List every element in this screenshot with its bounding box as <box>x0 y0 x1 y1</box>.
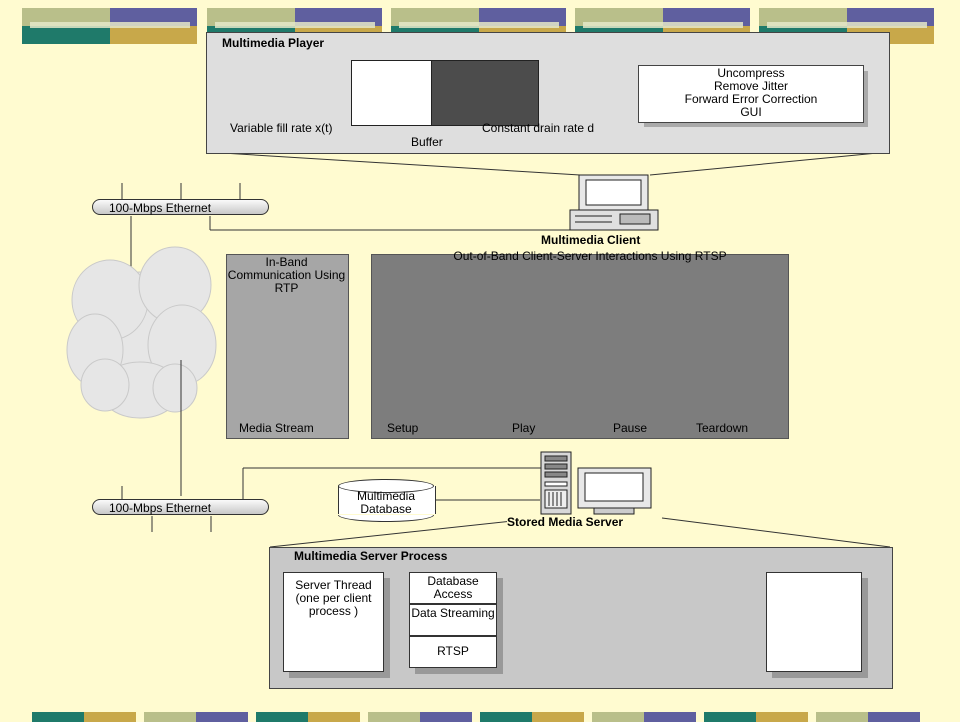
stack-data-streaming: Data Streaming <box>409 604 497 636</box>
drain-rate-label: Constant drain rate d <box>482 121 595 135</box>
footer-tile <box>816 712 868 722</box>
player-connector-right <box>649 151 889 176</box>
server-monitor-icon <box>577 467 652 515</box>
bottom-ethernet-pipe: 100-Mbps Ethernet <box>92 499 269 515</box>
function-remove-jitter: Remove Jitter <box>713 79 789 93</box>
footer-tile <box>368 712 420 722</box>
server-connector-left <box>269 517 541 548</box>
footer-tile <box>592 712 644 722</box>
function-fec: Forward Error Correction <box>684 92 818 106</box>
footer-tile <box>704 712 756 722</box>
server-label: Stored Media Server <box>507 515 624 529</box>
database-cylinder-top <box>338 479 434 493</box>
footer-tile <box>84 712 136 722</box>
footer-tile <box>868 712 920 722</box>
teardown-label: Teardown <box>696 421 749 435</box>
blank-thread-box <box>766 572 862 672</box>
play-label: Play <box>512 421 536 435</box>
footer-tile <box>32 712 84 722</box>
rtp-title: In-Band Communication Using RTP <box>227 255 346 295</box>
client-label: Multimedia Client <box>541 233 641 247</box>
stack-database-access: Database Access <box>409 572 497 604</box>
buffer-empty-portion <box>431 60 539 126</box>
top-ethernet-pipe: 100-Mbps Ethernet <box>92 199 269 215</box>
rtp-box <box>226 254 349 439</box>
fill-rate-label: Variable fill rate x(t) <box>230 121 333 135</box>
server-process-title: Multimedia Server Process <box>294 549 448 563</box>
footer-tile <box>196 712 248 722</box>
internet-cloud-icon <box>66 246 217 419</box>
footer-tile <box>532 712 584 722</box>
pause-label: Pause <box>613 421 648 435</box>
player-connector-left <box>205 151 581 176</box>
rtsp-box <box>371 254 789 439</box>
server-thread-box: Server Thread (one per client process ) <box>283 572 384 672</box>
bottom-ethernet-label: 100-Mbps Ethernet <box>109 501 212 515</box>
buffer-label: Buffer <box>411 135 443 149</box>
top-ethernet-label: 100-Mbps Ethernet <box>109 201 212 215</box>
setup-label: Setup <box>387 421 419 435</box>
footer-tile <box>256 712 308 722</box>
footer-tile <box>308 712 360 722</box>
server-connector-right <box>661 517 891 548</box>
footer-tile <box>144 712 196 722</box>
footer-tile <box>420 712 472 722</box>
server-tower-icon <box>540 451 572 515</box>
player-title: Multimedia Player <box>222 36 325 50</box>
media-stream-label: Media Stream <box>239 421 314 435</box>
server-thread-label: Server Thread (one per client process ) <box>295 578 372 618</box>
footer-tile <box>480 712 532 722</box>
database-label: Multimedia Database <box>356 489 416 516</box>
function-gui: GUI <box>740 105 762 119</box>
header-tile <box>22 8 197 44</box>
footer-tile <box>644 712 696 722</box>
buffer-filled-portion <box>351 60 432 126</box>
footer-tile <box>756 712 808 722</box>
rtsp-title: Out-of-Band Client-Server Interactions U… <box>453 249 727 263</box>
client-computer-icon <box>569 174 659 231</box>
player-functions-box: Uncompress Remove Jitter Forward Error C… <box>638 65 864 123</box>
function-uncompress: Uncompress <box>717 66 785 80</box>
stack-rtsp: RTSP <box>409 636 497 668</box>
